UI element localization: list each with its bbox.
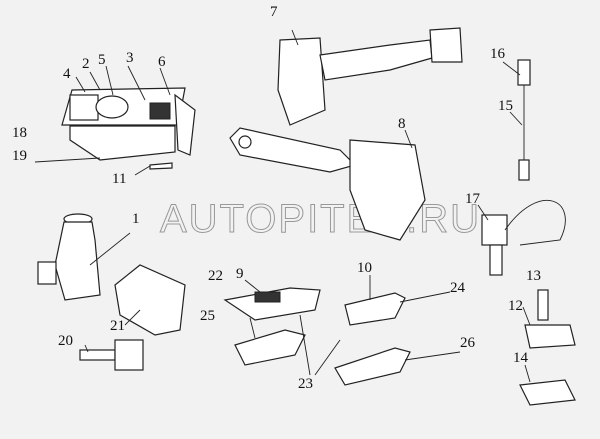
label-4: 4 [63, 66, 71, 82]
label-14: 14 [513, 350, 529, 366]
clip-14 [519, 379, 576, 406]
ignition-switch [37, 213, 101, 301]
label-22: 22 [208, 268, 223, 284]
leader-lines [34, 29, 531, 383]
watermark: AUTOPITER.RU [160, 197, 481, 241]
label-19: 19 [12, 148, 27, 164]
label-13: 13 [526, 268, 541, 284]
label-3: 3 [126, 50, 134, 66]
window-switch-10 [344, 292, 406, 326]
sensor-16 [517, 59, 531, 181]
part-labels: 1 2 3 4 5 6 7 8 9 10 11 12 13 14 15 16 1… [12, 4, 541, 392]
label-26: 26 [460, 335, 476, 351]
label-8: 8 [398, 116, 406, 132]
label-24: 24 [450, 280, 466, 296]
sensor-17 [481, 200, 566, 276]
label-18: 18 [12, 125, 27, 141]
label-2: 2 [82, 56, 90, 72]
label-12: 12 [508, 298, 523, 314]
label-6: 6 [158, 54, 166, 70]
label-7: 7 [270, 4, 278, 20]
light-switch [229, 127, 426, 241]
window-switch-26 [334, 347, 411, 386]
label-16: 16 [490, 46, 506, 62]
label-15: 15 [498, 98, 513, 114]
label-20: 20 [58, 333, 73, 349]
label-1: 1 [132, 211, 140, 227]
label-9: 9 [236, 266, 244, 282]
bolt-13 [537, 289, 549, 321]
label-17: 17 [465, 191, 481, 207]
window-switch-9 [223, 287, 321, 321]
label-21: 21 [110, 318, 125, 334]
label-23: 23 [298, 376, 313, 392]
label-5: 5 [98, 52, 106, 68]
sensor-20 [79, 339, 144, 371]
clip-12 [524, 324, 576, 349]
wiper-switch [277, 27, 463, 126]
label-10: 10 [357, 260, 372, 276]
label-25: 25 [200, 308, 215, 324]
label-11: 11 [112, 171, 126, 187]
screw [149, 162, 173, 170]
switch-panel [61, 87, 196, 161]
window-switch-25 [234, 329, 306, 366]
